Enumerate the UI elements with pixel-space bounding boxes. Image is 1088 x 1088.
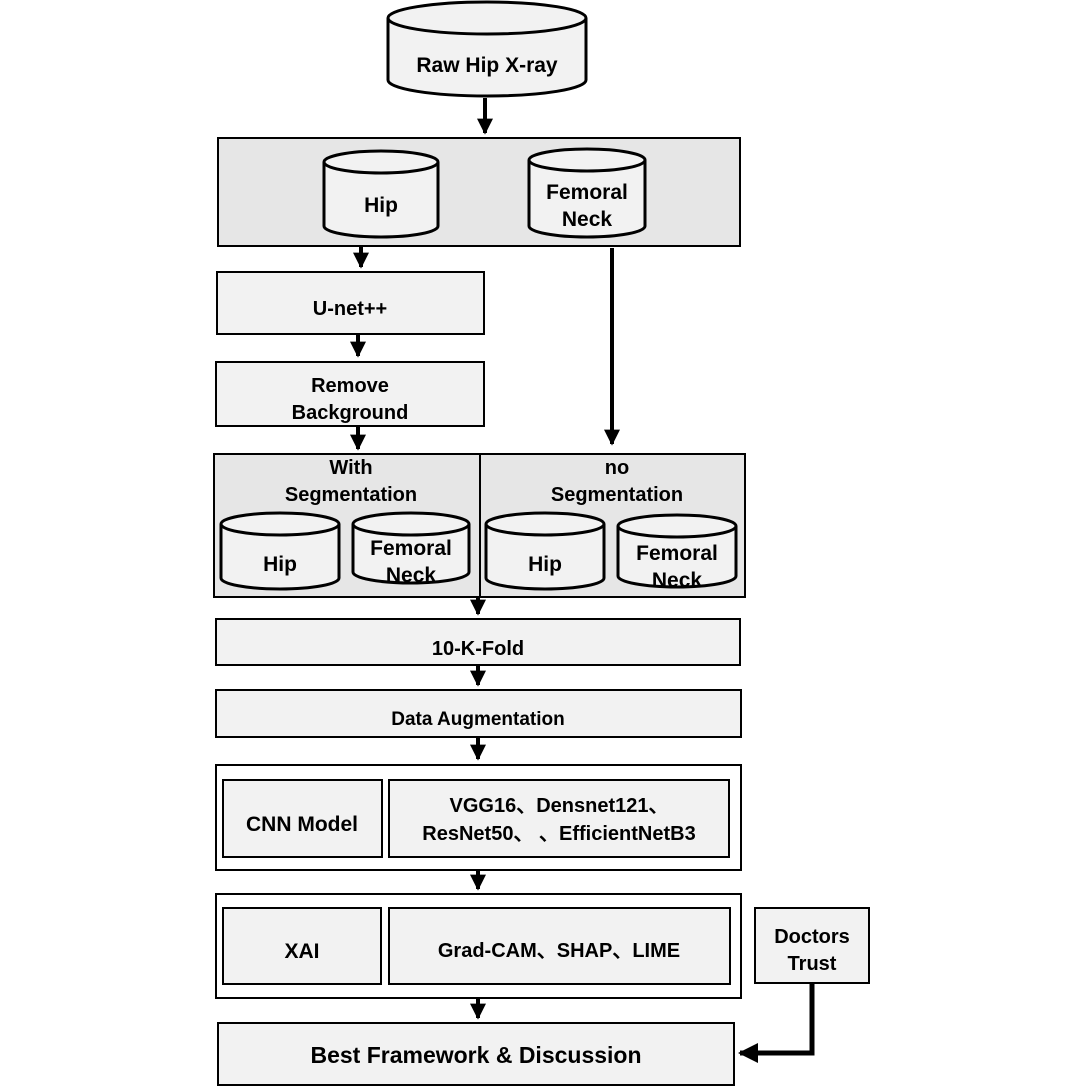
hip-with-label: Hip [263,553,297,576]
doctors-trust-line2: Trust [788,953,837,975]
raw-xray-label: Raw Hip X-ray [416,54,558,77]
xai-label: XAI [284,940,319,963]
doctors-trust-box [754,907,870,984]
femoral-neck-top-cylinder: Femoral Neck [527,147,647,239]
no-segmentation-line2: Segmentation [551,484,683,506]
unet-box [216,271,485,335]
unet-label: U-net++ [313,298,387,320]
cnn-models-line2: ResNet50、 、EfficientNetB3 [422,823,695,845]
cnn-models-line1: VGG16、Densnet121、 [450,795,669,817]
femoral-neck-top-line1: Femoral [546,181,628,204]
arrow-doctors-to-best [738,983,815,1063]
augmentation-box [215,689,742,738]
raw-xray-cylinder: Raw Hip X-ray [386,0,588,98]
kfold-box [215,618,741,666]
with-segmentation-line1: With [329,457,372,479]
femoral-neck-with-cylinder: Femoral Neck [351,511,471,587]
kfold-label: 10-K-Fold [432,638,524,660]
hip-no-label: Hip [528,553,562,576]
hip-top-label: Hip [364,194,398,217]
xai-label-box [222,907,382,985]
xai-methods-label: Grad-CAM、SHAP、LIME [438,940,680,962]
remove-background-box [215,361,485,427]
remove-background-line1: Remove [311,375,389,397]
cnn-label: CNN Model [246,813,358,836]
augmentation-label: Data Augmentation [391,709,564,730]
femoral-neck-with-line2: Neck [386,564,437,587]
femoral-neck-top-line2: Neck [562,208,613,231]
hip-with-cylinder: Hip [219,511,341,591]
hip-no-cylinder: Hip [484,511,606,591]
femoral-neck-no-cylinder: Femoral Neck [616,513,738,592]
no-segmentation-line1: no [605,457,629,479]
with-segmentation-line2: Segmentation [285,484,417,506]
xai-methods-box [388,907,731,985]
cnn-models-box [388,779,730,858]
dataset-split-panel [217,137,741,247]
best-framework-label: Best Framework & Discussion [310,1042,641,1068]
remove-background-line2: Background [292,402,409,424]
femoral-neck-no-line1: Femoral [636,542,718,565]
hip-top-cylinder: Hip [322,149,440,239]
femoral-neck-no-line2: Neck [652,569,703,592]
cnn-label-box [222,779,383,858]
best-framework-box [217,1022,735,1086]
femoral-neck-with-line1: Femoral [370,537,452,560]
doctors-trust-line1: Doctors [774,926,850,948]
